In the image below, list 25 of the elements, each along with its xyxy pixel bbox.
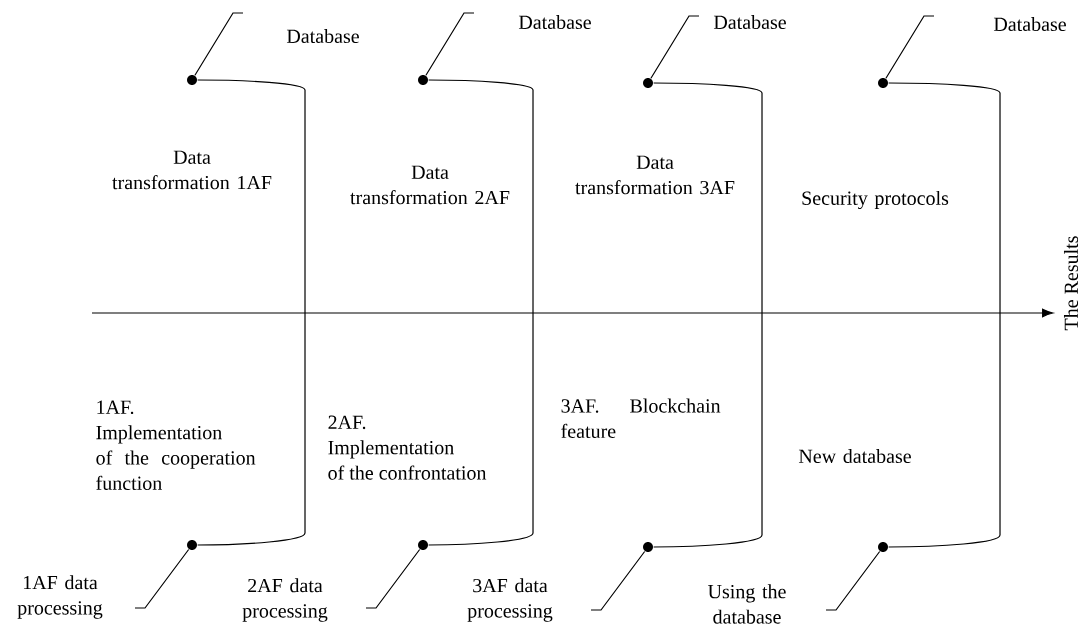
node-label: 2AF data processing: [242, 578, 328, 622]
node-label: 1AF data processing: [17, 575, 103, 619]
leader-line: [425, 12, 475, 76]
node-label: Database: [713, 15, 786, 30]
bracket-line: [653, 82, 763, 548]
axis-label: The Results: [1064, 236, 1079, 331]
bracket-line: [888, 82, 1001, 548]
text-label: Data transformation 2AF: [350, 165, 510, 205]
leader-line: [650, 15, 700, 79]
node-label: Using the database: [708, 584, 786, 624]
node-label: Database: [286, 29, 359, 44]
bracket-line: [197, 79, 306, 546]
axis-arrow: [91, 308, 1054, 318]
leader-line: [825, 550, 881, 611]
node-label: Database: [993, 17, 1066, 32]
bracket-line: [428, 79, 534, 546]
leader-line: [885, 15, 935, 79]
node-label: Database: [518, 15, 591, 30]
text-label: 3AF. Blockchain feature: [561, 398, 721, 438]
leader-line: [365, 548, 421, 609]
node-label: 3AF data processing: [467, 578, 553, 622]
leader-line: [194, 12, 244, 76]
text-label: Security protocols: [802, 190, 949, 210]
leader-line: [590, 550, 646, 611]
leader-line: [134, 548, 190, 609]
